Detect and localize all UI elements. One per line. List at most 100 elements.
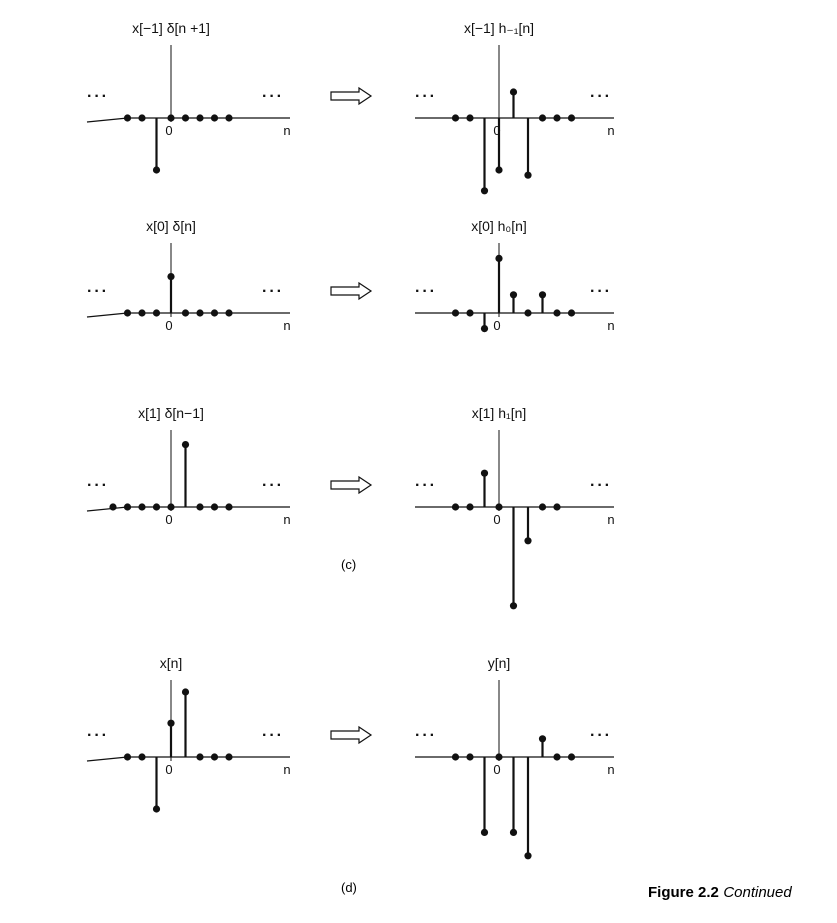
stem-point [509, 88, 518, 96]
stem-point [138, 309, 146, 317]
stem-point [553, 753, 561, 761]
x-axis-label: n [283, 512, 290, 527]
stem-point [495, 753, 503, 761]
x-axis-left [86, 117, 128, 123]
zero-tick-label: 0 [165, 512, 172, 527]
x-axis-label: n [283, 318, 290, 333]
stem-point [480, 325, 489, 333]
stem-point [196, 503, 204, 511]
caption-text: Continued [723, 884, 792, 901]
zero-tick-label: 0 [493, 318, 500, 333]
plot-title: x[n] [160, 655, 183, 671]
figure-caption: Figure 2.2 Continued [648, 884, 792, 902]
zero-tick-label: 0 [493, 762, 500, 777]
stem-point [225, 753, 233, 761]
stem-point [123, 114, 132, 122]
stem-point [451, 753, 460, 761]
stem-point [210, 114, 219, 122]
stem-point [152, 166, 161, 174]
ellipsis-left: ··· [87, 727, 109, 744]
stem-point [167, 503, 175, 511]
stem-point [466, 503, 474, 511]
stem-point [123, 753, 132, 761]
stem-point [167, 273, 175, 281]
stem-point [553, 114, 561, 122]
zero-tick-label: 0 [165, 762, 172, 777]
zero-tick-label: 0 [165, 318, 172, 333]
stem-point [196, 114, 204, 122]
ellipsis-right: ··· [262, 283, 284, 300]
ellipsis-right: ··· [590, 477, 612, 494]
stem-point [509, 602, 518, 610]
stem-point [480, 187, 489, 195]
ellipsis-right: ··· [590, 283, 612, 300]
stem-point [553, 309, 561, 317]
stem-point [210, 309, 219, 317]
stem-point [138, 753, 146, 761]
stem-point [466, 309, 474, 317]
stem-point [196, 753, 204, 761]
stem-point [181, 688, 190, 696]
stem-point [167, 719, 175, 727]
stem-point [123, 309, 132, 317]
stem-point [567, 114, 576, 122]
stem-point [451, 503, 460, 511]
stem-point [123, 503, 132, 511]
x-axis-left [86, 506, 128, 512]
stem-point [152, 805, 161, 813]
stem-point [181, 441, 190, 449]
panel-label-c: (c) [341, 557, 357, 572]
ellipsis-left: ··· [87, 88, 109, 105]
plot-title: x[0] δ[n] [146, 218, 196, 234]
x-axis-label: n [607, 123, 614, 138]
stem-point [480, 469, 489, 477]
zero-tick-label: 0 [493, 123, 500, 138]
stem-point [225, 309, 233, 317]
plot-title: x[−1] δ[n +1] [132, 20, 210, 36]
ellipsis-left: ··· [415, 283, 437, 300]
x-axis-left [86, 312, 128, 318]
stem-point [109, 503, 117, 511]
ellipsis-left: ··· [415, 477, 437, 494]
stem-point [480, 828, 489, 837]
x-axis-left [86, 756, 128, 762]
stem-point [524, 171, 532, 179]
stem-point [538, 503, 547, 511]
stem-point [138, 114, 146, 122]
ellipsis-left: ··· [415, 727, 437, 744]
ellipsis-right: ··· [590, 88, 612, 105]
x-axis-label: n [607, 318, 614, 333]
plot-title: x[1] h₁[n] [472, 405, 527, 421]
stem-point [210, 503, 219, 511]
stem-point [524, 309, 532, 317]
zero-tick-label: 0 [493, 512, 500, 527]
stem-point [567, 309, 576, 317]
x-axis-label: n [607, 512, 614, 527]
caption-label: Figure 2.2 [648, 884, 719, 901]
plot-title: y[n] [488, 655, 511, 671]
right-hollow-arrow-icon [330, 281, 373, 301]
plot-title: x[−1] h₋₁[n] [464, 20, 534, 36]
stem-point [152, 503, 161, 511]
stem-point [167, 114, 175, 122]
stem-point [181, 309, 190, 317]
stem-point [181, 114, 190, 122]
right-hollow-arrow-icon [330, 86, 373, 106]
stem-point [509, 291, 518, 299]
stem-point [466, 114, 474, 122]
plot-title: x[0] h₀[n] [471, 218, 527, 234]
stem-point [196, 309, 204, 317]
stem-point [553, 503, 561, 511]
stem-point [538, 114, 547, 122]
stem-point [509, 828, 518, 837]
stem-point [495, 503, 503, 511]
ellipsis-right: ··· [262, 727, 284, 744]
stem-point [225, 503, 233, 511]
zero-tick-label: 0 [165, 123, 172, 138]
stem-point [524, 852, 532, 860]
ellipsis-right: ··· [590, 727, 612, 744]
ellipsis-left: ··· [87, 283, 109, 300]
stem-point [152, 309, 161, 317]
stem-point [451, 114, 460, 122]
stem-point [451, 309, 460, 317]
